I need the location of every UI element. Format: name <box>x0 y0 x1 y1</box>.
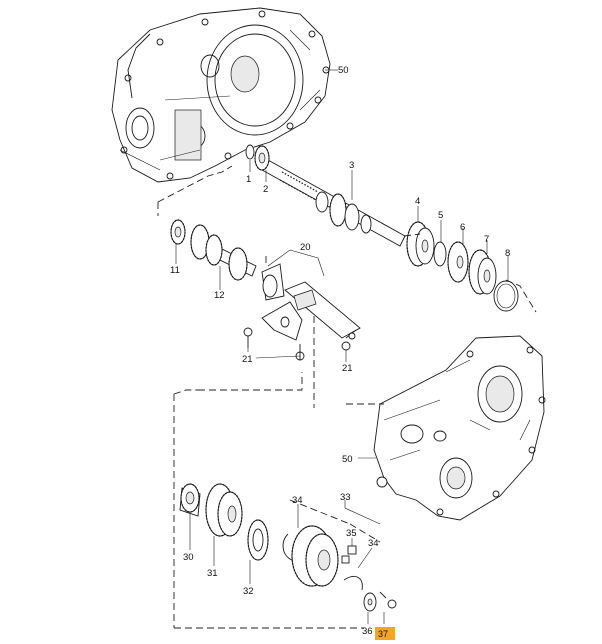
part-11-bearing <box>170 219 186 245</box>
gear-7 <box>468 249 497 295</box>
callout-32: 32 <box>243 586 254 597</box>
callout-4: 4 <box>415 196 420 207</box>
callout-7: 7 <box>484 234 489 245</box>
callout-6: 6 <box>460 222 465 233</box>
part-32-synchro-ring <box>247 519 269 561</box>
callout-8: 8 <box>505 248 510 259</box>
callout-2: 2 <box>263 184 268 195</box>
callout-50-lower: 50 <box>342 454 353 465</box>
leader-lines <box>175 160 509 624</box>
callout-33: 33 <box>340 492 351 503</box>
part-34-spring-lower <box>343 576 363 591</box>
assembly-boundary-lines <box>157 165 537 629</box>
callout-11: 11 <box>170 265 180 276</box>
housing-upper <box>111 7 338 183</box>
callout-34-lower: 34 <box>368 538 379 549</box>
callout-20: 20 <box>300 242 311 253</box>
gear-12 <box>190 224 257 281</box>
callout-21-right: 21 <box>342 363 353 374</box>
callout-35: 35 <box>346 528 357 539</box>
callout-31: 31 <box>207 568 218 579</box>
callout-labels: 50 1 2 3 4 5 6 7 8 11 12 20 21 21 50 30 … <box>170 65 510 640</box>
gear-31 <box>205 483 243 537</box>
part-33-synchro-hub <box>291 525 339 587</box>
part-34-spring-upper <box>282 533 293 561</box>
callout-50-upper: 50 <box>338 65 349 76</box>
part-37-bolt <box>379 591 397 609</box>
part-1-ring <box>245 144 255 160</box>
callout-21-left: 21 <box>242 354 253 365</box>
callout-12: 12 <box>214 290 225 301</box>
callout-1: 1 <box>246 174 251 185</box>
callout-5: 5 <box>438 210 443 221</box>
callout-37: 37 <box>378 629 388 639</box>
callout-30: 30 <box>183 552 194 563</box>
part-8-circlip <box>493 280 519 312</box>
callout-36: 36 <box>362 626 373 637</box>
part-2-bearing <box>254 145 270 171</box>
callout-37-highlight <box>375 627 395 640</box>
gear-4 <box>406 221 435 267</box>
gear-6 <box>447 241 469 283</box>
callout-3: 3 <box>349 160 354 171</box>
selector-fork-assembly <box>243 263 361 361</box>
part-35-key <box>341 545 357 564</box>
main-shaft <box>261 159 406 247</box>
part-36-ring <box>363 592 377 612</box>
part-30-needle-bearing <box>179 483 201 517</box>
callout-34-upper: 34 <box>292 495 303 506</box>
part-5-ring <box>433 241 447 267</box>
housing-lower <box>358 335 546 521</box>
